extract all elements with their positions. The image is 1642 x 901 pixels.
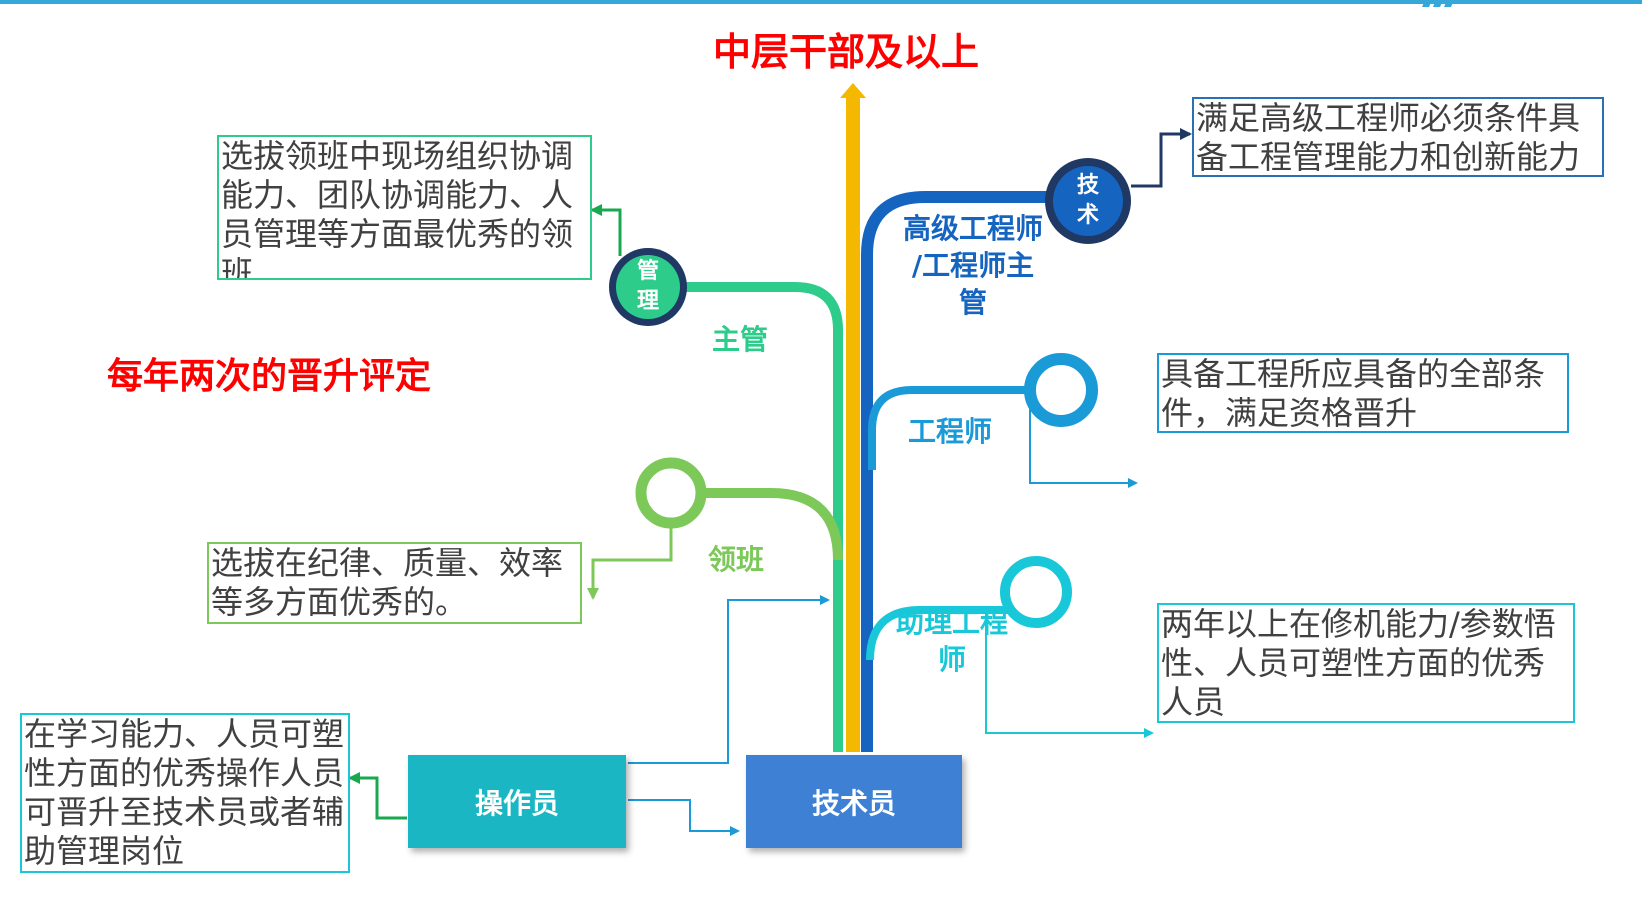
team-leader-ring [635,457,707,529]
assistant-track-line [866,606,1010,661]
technician-node: 技术员 [746,755,962,848]
operator-to-trunk-arrow [628,595,830,764]
senior-engineer-label: 高级工程师 /工程师主 管 [902,212,1043,319]
supervisor-label: 主管 [712,323,769,356]
top-level-label: 中层干部及以上 [713,30,980,74]
operator-to-desc-arrow [348,772,407,820]
operator-description-box: 在学习能力、人员可塑性方面的优秀操作人员可晋升至技术员或者辅助管理岗位 [20,713,350,873]
operator-to-technician-arrow [628,799,740,836]
up-arrow-head [840,83,866,98]
assistant-engineer-description-box: 两年以上在修机能力/参数悟性、人员可塑性方面的优秀人员 [1157,603,1575,723]
technical-circle-text: 技 术 [1076,173,1099,228]
assistant-to-desc-arrow [985,610,1154,738]
senior-engineer-description-box: 满足高级工程师必须条件具备工程管理能力和创新能力 [1192,97,1604,177]
operator-node: 操作员 [408,755,626,848]
management-track-line [648,282,843,752]
assistant-engineer-ring [1000,556,1072,628]
team-leader-description-box: 选拔在纪律、质量、效率等多方面优秀的。 [207,542,582,624]
engineer-ring [1024,353,1098,427]
management-circle-node [609,248,687,326]
engineer-to-desc-arrow [1029,400,1138,488]
team-leader-to-desc-arrow [587,523,673,600]
technical-track-line [861,191,1050,752]
technical-to-desc-arrow [1131,128,1192,188]
assistant-engineer-label: 助理工程 师 [895,606,1008,676]
management-to-desc-arrow [590,204,622,256]
engineer-track-line [868,386,1028,470]
supervisor-description-box: 选拔领班中现场组织协调能力、团队协调能力、人员管理等方面最优秀的领班 [217,135,592,280]
engineer-description-box: 具备工程所应具备的全部条件，满足资格晋升 [1157,353,1569,433]
annual-review-label: 每年两次的晋升评定 [107,356,432,397]
top-banner-bar [0,0,1642,4]
technical-circle-node [1045,158,1131,244]
management-circle-text: 管 理 [636,259,659,314]
engineer-label: 工程师 [908,415,993,448]
team-leader-label: 领班 [708,543,765,576]
top-right-stripes [1422,0,1454,7]
team-leader-track-line [690,488,843,561]
